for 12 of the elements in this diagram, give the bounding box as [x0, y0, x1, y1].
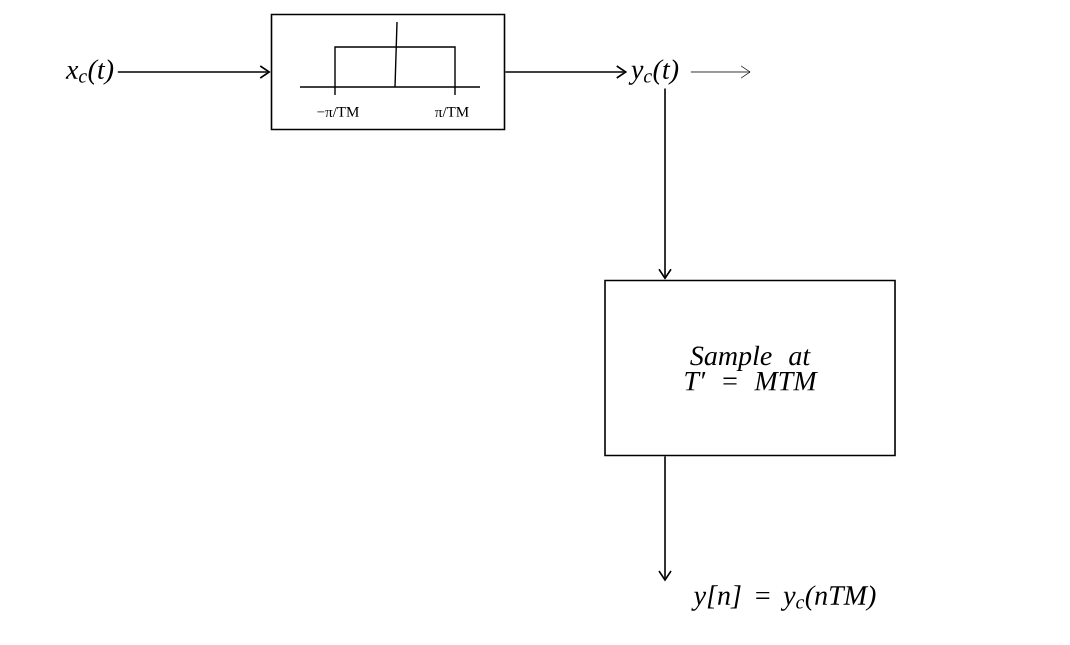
arrow [658, 87, 672, 280]
arrow [117, 65, 271, 79]
signal-label: y$_{c}$(t) [628, 59, 679, 85]
process-box: Sample at T′ = MTM [604, 279, 896, 457]
tick-label: π/TM [435, 107, 469, 117]
signal-label: x$_{c}$(t) [65, 59, 114, 85]
filter-box [270, 13, 506, 131]
arrow [690, 65, 751, 79]
arrow [658, 455, 672, 582]
signal-label: y[n] = y$_{c}$(nTM) [691, 585, 876, 611]
arrow [504, 65, 628, 79]
tick-label: −π/TM [317, 107, 359, 117]
